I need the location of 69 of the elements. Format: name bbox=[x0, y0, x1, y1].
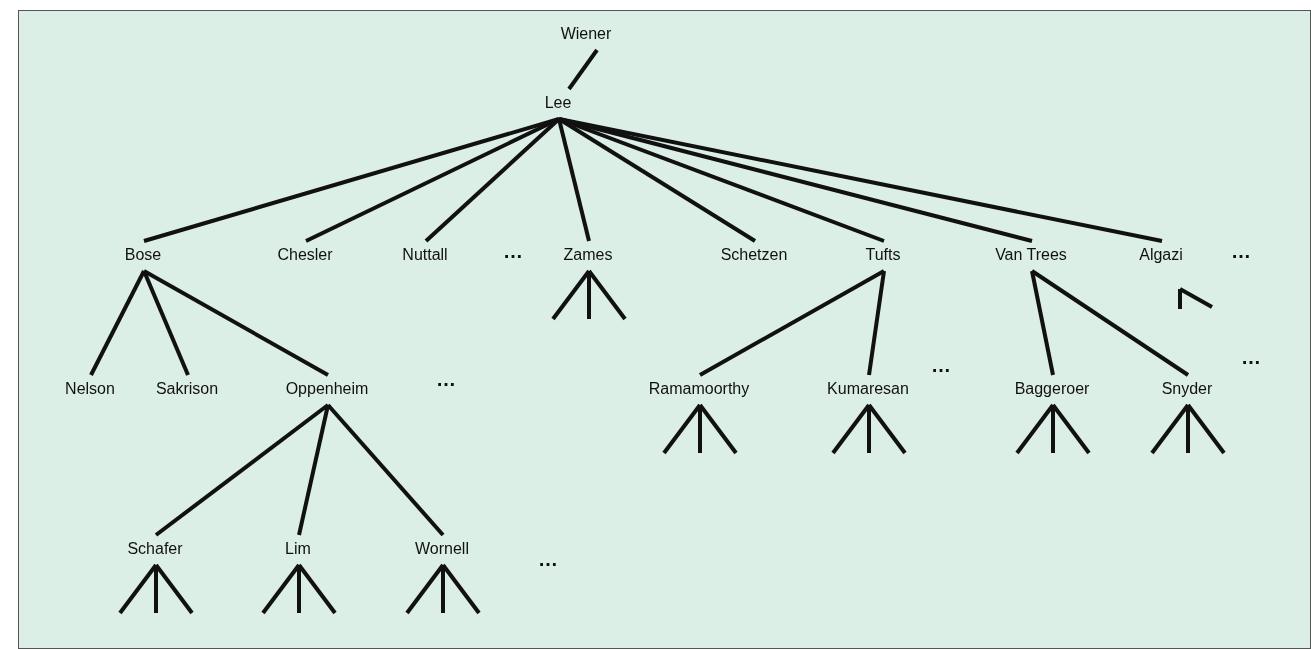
person-name: Van Trees bbox=[995, 246, 1067, 263]
connector-line bbox=[698, 403, 738, 455]
person-name: Tufts bbox=[865, 246, 901, 263]
connector-line bbox=[142, 270, 190, 376]
connector-line bbox=[261, 563, 301, 615]
connector-line bbox=[154, 565, 158, 613]
person-name: Lee bbox=[544, 94, 572, 111]
person-name: Snyder bbox=[1161, 380, 1213, 397]
person-name: Oppenheim bbox=[285, 380, 369, 397]
connector-line bbox=[326, 403, 445, 537]
person-name: Schafer bbox=[127, 540, 183, 557]
person-name: Nuttall bbox=[402, 246, 448, 263]
connector-line bbox=[154, 563, 194, 615]
ellipsis-label: … bbox=[503, 239, 523, 264]
person-name: Ramamoorthy bbox=[648, 380, 750, 397]
person-name: Algazi bbox=[1139, 246, 1183, 263]
person-name: Chesler bbox=[277, 246, 333, 263]
person-name: Lim bbox=[285, 540, 311, 557]
connector-line bbox=[89, 270, 146, 376]
connector-line bbox=[558, 117, 1163, 243]
connector-line bbox=[557, 118, 591, 242]
connector-line bbox=[441, 565, 445, 613]
connector-line bbox=[1051, 403, 1091, 455]
connector-line bbox=[154, 403, 330, 537]
connector-line bbox=[143, 269, 329, 377]
connector-line bbox=[587, 269, 627, 321]
person-name: Schetzen bbox=[720, 246, 788, 263]
connector-line bbox=[558, 117, 885, 243]
connector-line bbox=[698, 405, 702, 453]
ellipsis-label: … bbox=[538, 547, 558, 572]
connector-line bbox=[1186, 405, 1190, 453]
ellipsis-label: … bbox=[1231, 239, 1251, 264]
connector-line bbox=[424, 117, 561, 243]
connector-line bbox=[831, 403, 871, 455]
connector-line bbox=[587, 271, 591, 319]
connector-line bbox=[1030, 269, 1190, 377]
connector-line bbox=[867, 405, 871, 453]
connector-line bbox=[118, 563, 158, 615]
person-name: Zames bbox=[563, 246, 613, 263]
person-name: Baggeroer bbox=[1014, 380, 1090, 397]
connector-line bbox=[405, 563, 445, 615]
person-name: Sakrison bbox=[155, 380, 219, 397]
person-name: Wiener bbox=[560, 25, 612, 42]
connector-line bbox=[441, 563, 481, 615]
connector-line bbox=[1178, 289, 1182, 309]
connector-line bbox=[297, 563, 337, 615]
connector-line bbox=[867, 270, 886, 376]
connector-line bbox=[1051, 405, 1055, 453]
connector-line bbox=[551, 269, 591, 321]
ellipsis-label: … bbox=[1241, 345, 1261, 370]
connector-line bbox=[699, 269, 885, 377]
connector-line bbox=[1150, 403, 1190, 455]
connector-line bbox=[567, 48, 599, 91]
ellipsis-label: … bbox=[931, 353, 951, 378]
connector-line bbox=[662, 403, 702, 455]
ellipsis-label: … bbox=[436, 367, 456, 392]
connector-line bbox=[1186, 403, 1226, 455]
connector-line bbox=[305, 117, 560, 243]
person-name: Kumaresan bbox=[827, 380, 909, 397]
person-name: Wornell bbox=[415, 540, 469, 557]
connector-line bbox=[1015, 403, 1055, 455]
person-name: Nelson bbox=[65, 380, 115, 397]
connector-line bbox=[1030, 270, 1055, 376]
connector-line bbox=[867, 403, 907, 455]
person-name: Bose bbox=[124, 246, 162, 263]
connector-line bbox=[1179, 287, 1213, 309]
connector-line bbox=[297, 404, 330, 536]
connector-line bbox=[143, 117, 560, 243]
connector-line bbox=[297, 565, 301, 613]
